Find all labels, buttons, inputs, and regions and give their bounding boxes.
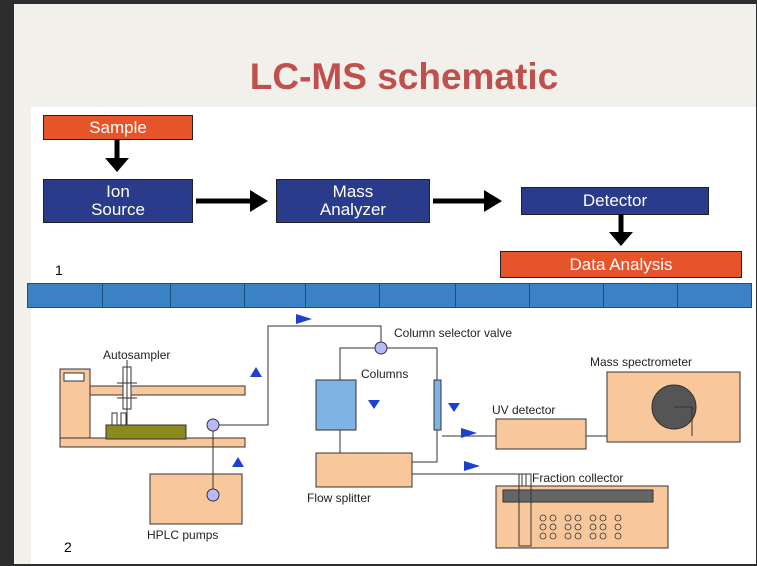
divider-segment	[455, 283, 530, 308]
divider-segment	[27, 283, 103, 308]
column-small	[433, 379, 442, 431]
column-large	[315, 379, 357, 431]
autosampler	[59, 360, 246, 448]
detector-box: Detector	[521, 187, 709, 215]
fraction-collector-label: Fraction collector	[532, 471, 624, 485]
collector-wells	[539, 514, 622, 540]
mass-spectrometer	[606, 371, 741, 443]
divider-segment	[244, 283, 306, 308]
hplc-pumps-label: HPLC pumps	[147, 528, 219, 542]
column-selector-valve-label: Column selector valve	[394, 326, 513, 340]
flow-arrows-panel-1	[105, 139, 633, 246]
autosampler-label: Autosampler	[103, 348, 171, 362]
columns-label: Columns	[361, 367, 409, 381]
flow-splitter	[315, 452, 413, 488]
divider-segment	[603, 283, 678, 308]
panel-1-number: 1	[55, 262, 63, 278]
data-analysis-box: Data Analysis	[500, 251, 742, 278]
divider-segment	[305, 283, 380, 308]
mass-spectrometer-label: Mass spectrometer	[590, 355, 693, 369]
divider-segment	[677, 283, 752, 308]
fraction-collector	[495, 473, 669, 549]
uv-detector-label: UV detector	[492, 403, 556, 417]
column-selector-valve	[374, 341, 388, 355]
flow-splitter-label: Flow splitter	[307, 491, 372, 505]
divider-segment	[379, 283, 456, 308]
uv-detector	[495, 418, 587, 450]
hplc-pumps	[149, 418, 243, 525]
divider-segment	[170, 283, 245, 308]
panel-2-number: 2	[64, 539, 72, 555]
divider-segment	[529, 283, 604, 308]
slide-title: LC-MS schematic	[249, 56, 559, 97]
flow-direction-markers	[232, 314, 480, 471]
